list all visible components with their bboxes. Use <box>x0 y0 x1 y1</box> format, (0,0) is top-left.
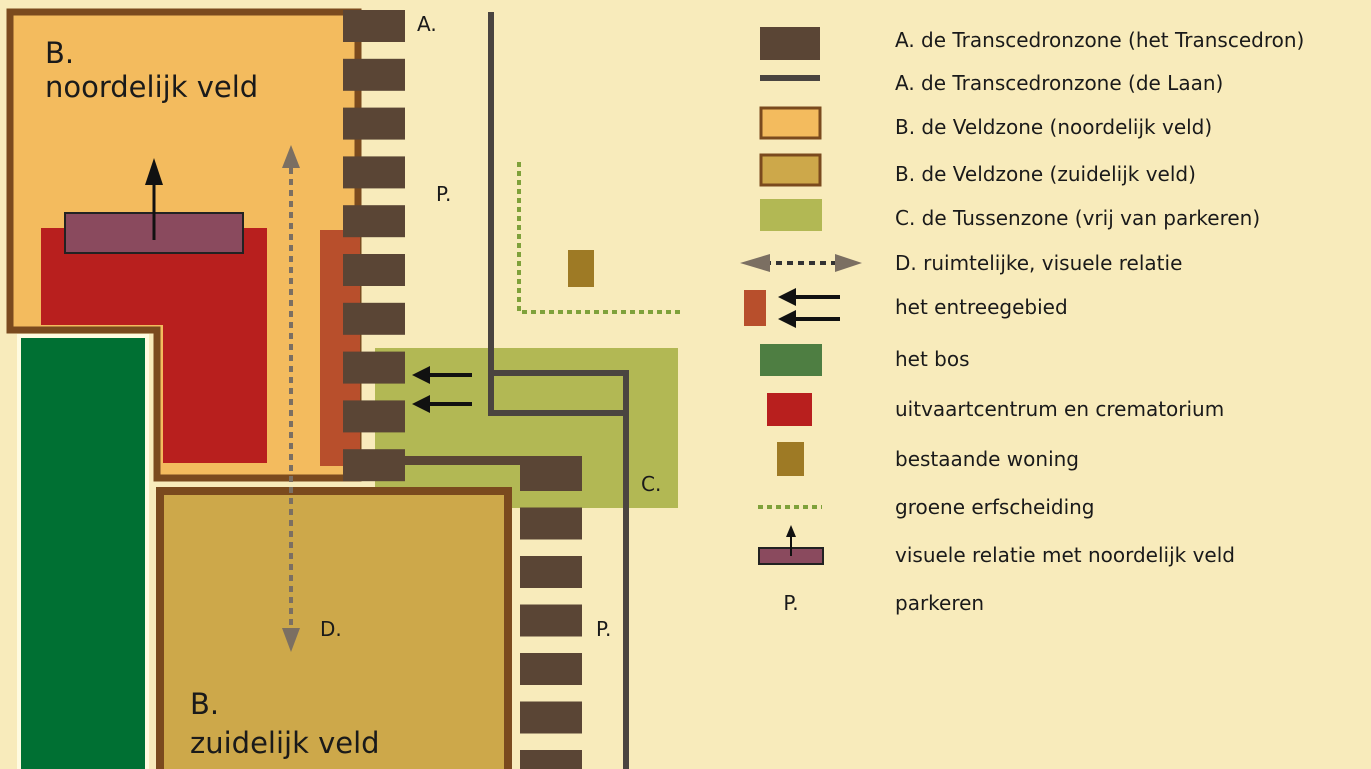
legend-symbol-p: P. <box>783 591 798 615</box>
transcedron-block <box>520 701 582 734</box>
transcedron-block <box>520 750 582 769</box>
legend-symbol-house <box>777 442 804 476</box>
transcedron-block <box>520 507 582 540</box>
legend-view-arrow-head <box>786 525 796 537</box>
legend-symbol-south-field <box>759 153 822 187</box>
legend-symbol-forest <box>760 344 822 376</box>
legend-entrance-arrow-2-head <box>778 310 796 328</box>
label-p-top: P. <box>436 182 452 206</box>
legend-relation-head-left <box>740 254 770 272</box>
legend-symbol-tussenzone <box>760 199 822 231</box>
transcedron-block <box>343 10 405 42</box>
lane-path <box>488 12 629 769</box>
transcedron-block <box>520 459 582 491</box>
label-d: D. <box>320 617 342 641</box>
north-field-letter: B. <box>45 36 75 70</box>
transcedron-block <box>343 351 405 384</box>
transcedron-block <box>520 653 582 685</box>
transcedron-block <box>343 302 405 335</box>
transcedron-block <box>520 604 582 637</box>
legend-symbol-lane <box>760 75 820 81</box>
entrance-arrow-1-head <box>412 366 430 384</box>
transcedron-block <box>343 205 405 238</box>
south-field-letter: B. <box>190 687 220 721</box>
relation-arrow-head-bottom <box>282 628 300 652</box>
label-a: A. <box>417 12 437 36</box>
transcedron-block <box>343 254 405 286</box>
lane-path-branch <box>491 370 629 413</box>
legend-symbol-brown <box>760 27 820 60</box>
crematorium-building <box>41 228 267 463</box>
label-p-bottom: P. <box>596 617 612 641</box>
entrance-arrow-2-head <box>412 395 430 413</box>
legend-symbol-north-field <box>759 106 822 140</box>
transcedron-block <box>343 156 405 189</box>
legend-symbol-entrance <box>744 290 766 326</box>
transcedron-connector <box>362 456 582 465</box>
green-hedge <box>517 162 680 314</box>
transcedron-blocks-lower <box>520 459 582 769</box>
transcedron-block <box>343 107 405 140</box>
legend-symbol-crematorium <box>767 393 812 426</box>
forest-area <box>17 334 149 769</box>
relation-arrow-head-top <box>282 145 300 168</box>
south-field-area <box>156 487 512 769</box>
existing-house <box>568 250 594 287</box>
transcedron-block <box>520 556 582 588</box>
transcedron-blocks-upper <box>343 10 405 482</box>
transcedron-block <box>343 58 405 91</box>
legend-entrance-arrow-1-head <box>778 288 796 306</box>
south-field-name: zuidelijk veld <box>190 726 380 760</box>
transcedron-block <box>343 400 405 433</box>
north-field-name: noordelijk veld <box>45 70 259 104</box>
view-arrow-head <box>145 158 163 185</box>
legend-relation-head-right <box>835 254 862 272</box>
transcedron-block <box>343 449 405 482</box>
label-c: C. <box>641 472 662 496</box>
